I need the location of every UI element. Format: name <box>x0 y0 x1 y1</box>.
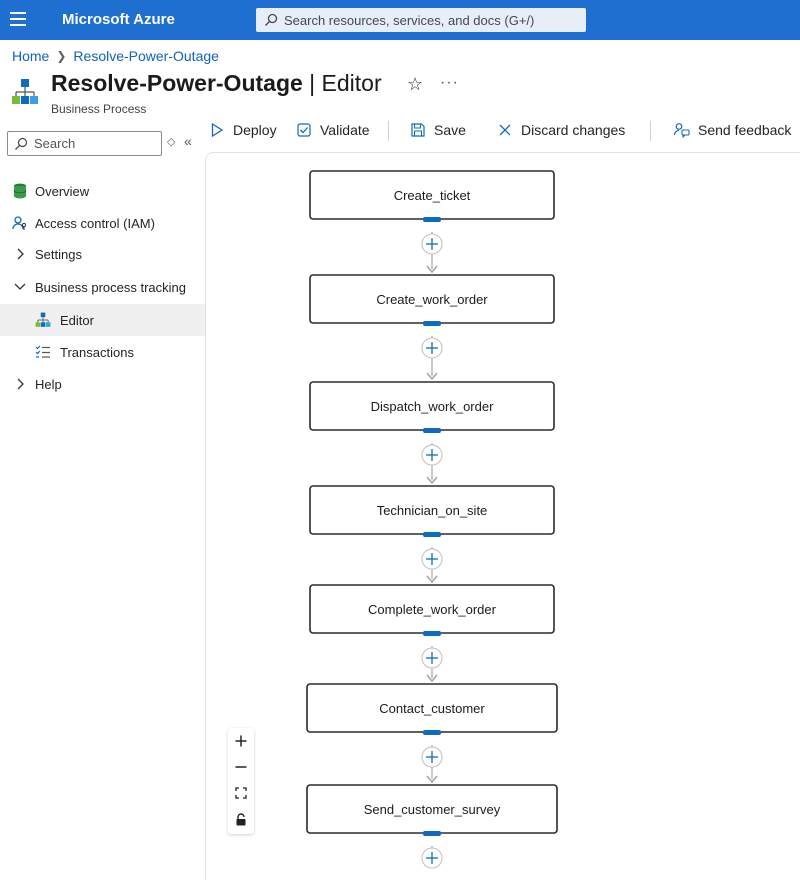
chevron-right-icon <box>12 246 28 262</box>
sidebar-item-transactions[interactable]: Transactions <box>0 336 205 368</box>
sidebar-item-label: Settings <box>35 246 82 262</box>
sidebar-item-iam[interactable]: Access control (IAM) <box>0 207 205 239</box>
search-icon <box>265 13 278 26</box>
connector-arrow <box>426 674 438 683</box>
checkbox-check-icon <box>296 122 312 138</box>
page-subtitle: Business Process <box>51 102 147 116</box>
stage-connector-handle[interactable] <box>423 532 441 537</box>
more-options-icon[interactable]: ··· <box>440 74 459 91</box>
deploy-button[interactable]: Deploy <box>209 122 277 138</box>
stage-connector-handle[interactable] <box>423 428 441 433</box>
save-button[interactable]: Save <box>410 122 466 138</box>
page-title-resource: Resolve-Power-Outage <box>51 70 303 96</box>
stage-label: Dispatch_work_order <box>371 399 495 414</box>
sidebar-item-settings[interactable]: Settings <box>0 238 205 270</box>
stage-connector-handle[interactable] <box>423 730 441 735</box>
favorite-star-icon[interactable]: ☆ <box>407 74 424 94</box>
sidebar-item-editor[interactable]: Editor <box>0 304 205 336</box>
breadcrumb-home[interactable]: Home <box>12 48 50 64</box>
breadcrumb: Home ❯ Resolve-Power-Outage <box>12 48 219 64</box>
list-check-icon <box>35 344 51 360</box>
feedback-icon <box>674 122 690 138</box>
top-bar: Microsoft Azure Search resources, servic… <box>0 0 800 40</box>
sidebar-item-label: Overview <box>35 183 90 199</box>
toolbar-divider <box>388 121 389 141</box>
sidebar-item-label: Editor <box>60 312 94 328</box>
connector-arrow <box>426 265 438 274</box>
deploy-label: Deploy <box>233 122 277 138</box>
validate-label: Validate <box>320 122 370 138</box>
hamburger-menu-icon[interactable] <box>10 12 26 26</box>
page-title: Resolve-Power-Outage | Editor <box>51 70 382 97</box>
zoom-in-icon[interactable] <box>228 728 254 754</box>
overview-icon <box>12 183 28 199</box>
stage-label: Complete_work_order <box>368 602 497 617</box>
stage-label: Create_ticket <box>394 188 471 203</box>
stage-connector-handle[interactable] <box>423 217 441 222</box>
global-search-input[interactable]: Search resources, services, and docs (G+… <box>256 8 586 32</box>
search-icon <box>15 137 28 150</box>
editor-toolbar: Deploy Validate Save Discard changes Sen… <box>205 117 800 147</box>
connector-arrow <box>426 575 438 584</box>
send-feedback-button[interactable]: Send feedback <box>674 122 791 138</box>
stage-label: Send_customer_survey <box>364 802 501 817</box>
discard-changes-label: Discard changes <box>521 122 626 138</box>
validate-button[interactable]: Validate <box>296 122 370 138</box>
chevron-right-icon <box>12 376 28 392</box>
stage-connector-handle[interactable] <box>423 321 441 326</box>
sidebar-search-placeholder: Search <box>34 136 76 151</box>
sidebar-item-help[interactable]: Help <box>0 368 205 400</box>
connector-arrow <box>426 775 438 784</box>
chevron-right-icon: ❯ <box>56 49 67 63</box>
save-label: Save <box>434 122 466 138</box>
brand-name[interactable]: Microsoft Azure <box>62 11 175 28</box>
connector-arrow <box>426 372 438 381</box>
sidebar-item-label: Business process tracking <box>35 279 187 295</box>
toolbar-divider <box>650 121 651 141</box>
sidebar-item-label: Access control (IAM) <box>35 215 155 231</box>
save-icon <box>410 122 426 138</box>
sidebar-item-label: Help <box>35 376 62 392</box>
sidebar-search-input[interactable]: Search <box>7 131 162 156</box>
sidebar-item-overview[interactable]: Overview <box>0 175 205 207</box>
fit-view-icon[interactable] <box>228 780 254 806</box>
expand-collapse-icon[interactable]: ◇ <box>167 136 176 148</box>
stage-label: Create_work_order <box>376 292 488 307</box>
breadcrumb-current[interactable]: Resolve-Power-Outage <box>73 48 219 64</box>
play-icon <box>209 122 225 138</box>
stage-connector-handle[interactable] <box>423 631 441 636</box>
stage-label: Contact_customer <box>379 701 485 716</box>
page-title-suffix: | Editor <box>302 70 382 96</box>
chevron-down-icon <box>12 279 28 295</box>
stage-connector-handle[interactable] <box>423 831 441 836</box>
business-process-icon <box>12 79 38 104</box>
sidebar-item-business-process-tracking[interactable]: Business process tracking <box>0 271 205 303</box>
iam-icon <box>12 215 28 231</box>
global-search-placeholder: Search resources, services, and docs (G+… <box>284 12 535 28</box>
process-flow-diagram: Create_ticketCreate_work_orderDispatch_w… <box>306 170 558 869</box>
send-feedback-label: Send feedback <box>698 122 792 138</box>
close-icon <box>497 122 513 138</box>
sidebar-item-label: Transactions <box>60 344 134 360</box>
process-icon <box>35 312 51 328</box>
connector-arrow <box>426 476 438 485</box>
stage-label: Technician_on_site <box>377 503 488 518</box>
canvas-zoom-controls <box>228 728 254 834</box>
discard-changes-button[interactable]: Discard changes <box>497 122 625 138</box>
lock-icon[interactable] <box>228 806 254 832</box>
collapse-sidebar-icon[interactable]: « <box>184 133 192 149</box>
zoom-out-icon[interactable] <box>228 754 254 780</box>
